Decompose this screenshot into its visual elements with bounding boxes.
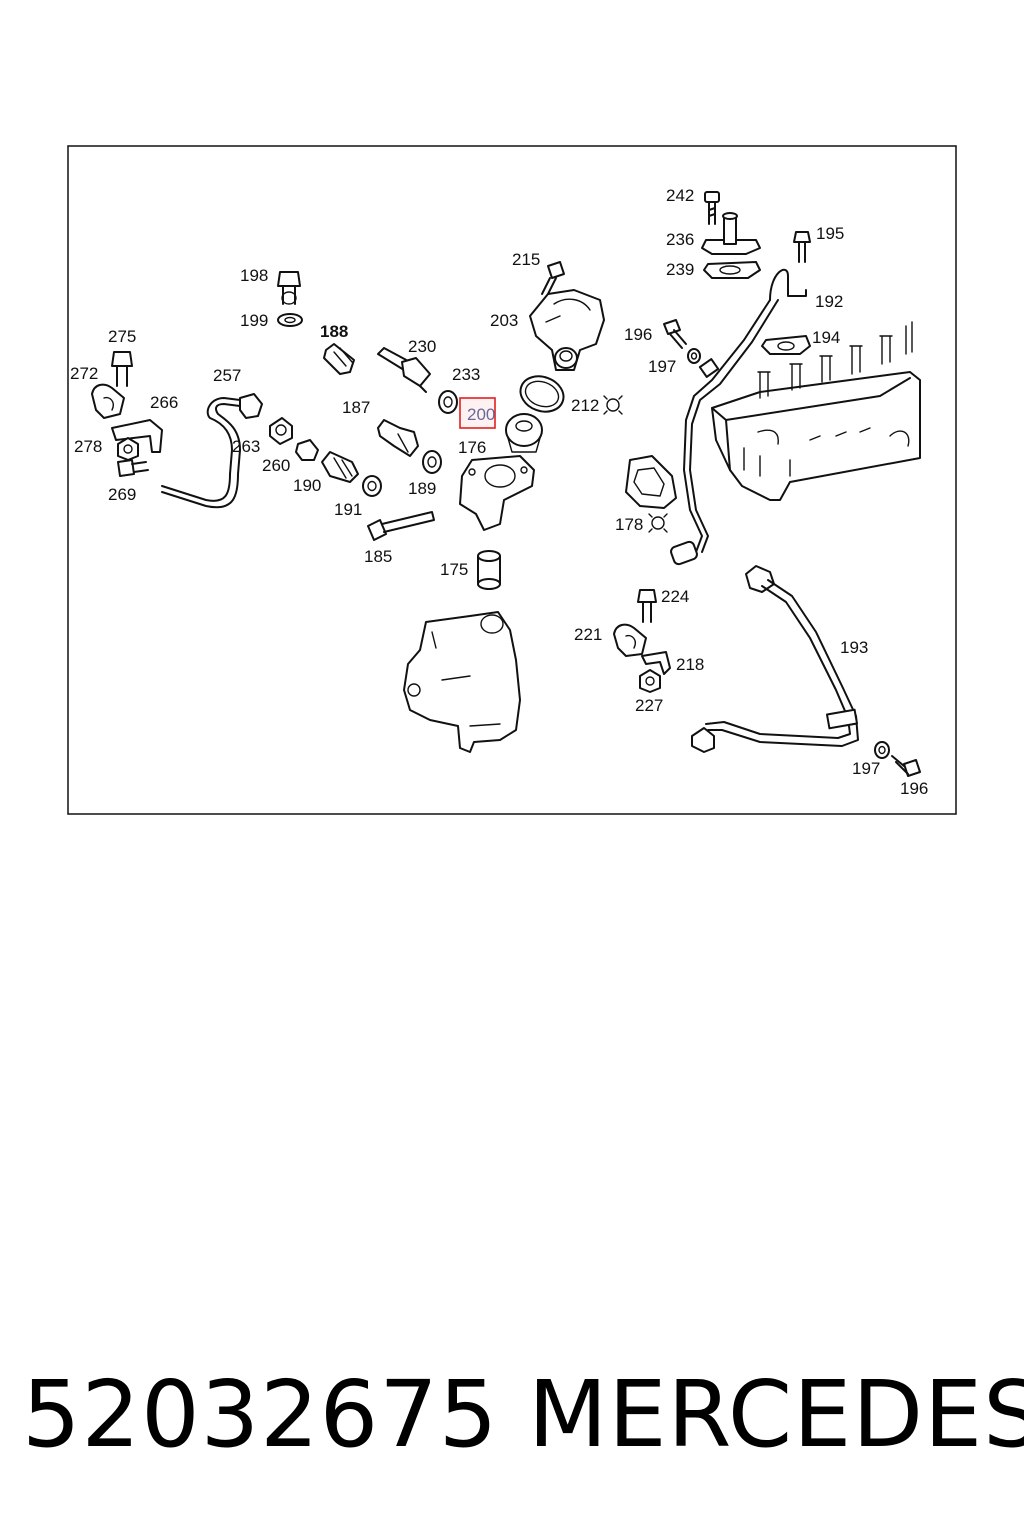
callout-192: 192 — [815, 292, 843, 311]
callout-188: 188 — [320, 322, 348, 341]
callout-230: 230 — [408, 337, 436, 356]
cylinder-head — [711, 321, 921, 501]
parts-diagram-svg: 200 242 236 239 195 192 215 198 199 203 … — [67, 145, 957, 815]
callout-191: 191 — [334, 500, 362, 519]
part-266-bracket — [111, 419, 163, 453]
part-191-washer — [362, 475, 382, 497]
callout-218: 218 — [676, 655, 704, 674]
callout-196-lower: 196 — [900, 779, 928, 798]
part-196-bolt-upper — [663, 319, 687, 349]
part-188-fitting — [323, 343, 355, 375]
part-260-cap — [295, 439, 319, 461]
callout-227: 227 — [635, 696, 663, 715]
callout-275: 275 — [108, 327, 136, 346]
callout-175: 175 — [440, 560, 468, 579]
callout-185: 185 — [364, 547, 392, 566]
callout-215: 215 — [512, 250, 540, 269]
part-199-washer — [277, 313, 303, 327]
callout-242: 242 — [666, 186, 694, 205]
callout-203: 203 — [490, 311, 518, 330]
callout-198: 198 — [240, 266, 268, 285]
part-196-bolt-lower — [891, 755, 921, 777]
part-272-clamp — [91, 383, 125, 419]
callout-193: 193 — [840, 638, 868, 657]
part-278-nut — [117, 437, 139, 461]
callout-266: 266 — [150, 393, 178, 412]
part-190-fitting — [321, 451, 359, 483]
part-194-gasket — [761, 335, 811, 355]
part-218-bracket — [641, 651, 671, 675]
diagram-border — [67, 145, 957, 815]
part-224-bolt — [637, 589, 657, 623]
part-thermostat — [505, 413, 543, 453]
pump-body — [403, 611, 521, 753]
callout-239: 239 — [666, 260, 694, 279]
part-193-pipe — [691, 565, 859, 753]
part-192-pipe — [670, 268, 807, 566]
part-236-flange — [701, 212, 761, 255]
callout-263: 263 — [232, 437, 260, 456]
callout-194: 194 — [812, 328, 840, 347]
callout-199: 199 — [240, 311, 268, 330]
part-212-oring — [519, 375, 565, 413]
callout-196-upper: 196 — [624, 325, 652, 344]
callout-189: 189 — [408, 479, 436, 498]
callout-221: 221 — [574, 625, 602, 644]
callout-187: 187 — [342, 398, 370, 417]
part-239-gasket — [703, 261, 761, 279]
callout-236: 236 — [666, 230, 694, 249]
callout-257: 257 — [213, 366, 241, 385]
callout-178: 178 — [615, 515, 643, 534]
part-221-clamp — [613, 623, 647, 657]
callout-190: 190 — [293, 476, 321, 495]
callout-highlighted: 200 — [467, 405, 495, 424]
part-233-washer — [438, 390, 458, 414]
part-185-bolt — [367, 511, 435, 541]
callout-272: 272 — [70, 364, 98, 383]
part-189-washer — [422, 450, 442, 474]
circlip-icon-212 — [603, 395, 623, 415]
brand-name: MERCEDES — [528, 1361, 1024, 1468]
part-number: 52032675 — [22, 1361, 499, 1468]
highlight-box — [459, 397, 496, 429]
part-227-nut — [639, 669, 661, 693]
callout-278: 278 — [74, 437, 102, 456]
part-197-washer-lower — [874, 741, 890, 759]
part-176-housing — [459, 455, 535, 531]
part-198-banjo — [277, 271, 301, 305]
part-187-fitting — [377, 419, 419, 457]
callout-224: 224 — [661, 587, 689, 606]
part-230-sensor — [377, 347, 431, 393]
callout-260: 260 — [262, 456, 290, 475]
part-263-nut — [269, 417, 293, 445]
circlip-icon-178 — [648, 513, 668, 533]
callout-176: 176 — [458, 438, 486, 457]
callout-233: 233 — [452, 365, 480, 384]
part-275-bolt — [111, 351, 133, 387]
part-203-housing — [529, 289, 605, 371]
part-178-gasket — [625, 455, 677, 509]
part-175-sleeve — [477, 550, 501, 590]
part-195-bolt — [793, 231, 811, 263]
part-215-bolt — [541, 261, 565, 295]
parts-diagram: 200 242 236 239 195 192 215 198 199 203 … — [67, 145, 957, 815]
part-269-bolt — [117, 459, 149, 477]
part-197-washer-upper — [687, 348, 701, 364]
part-242-bolt — [704, 191, 720, 225]
callout-269: 269 — [108, 485, 136, 504]
part-257-pipe — [161, 393, 263, 509]
footer: 52032675 MERCEDES — [0, 1360, 1024, 1470]
callout-197-upper: 197 — [648, 357, 676, 376]
callout-212: 212 — [571, 396, 599, 415]
callout-197-lower: 197 — [852, 759, 880, 778]
callout-195: 195 — [816, 224, 844, 243]
